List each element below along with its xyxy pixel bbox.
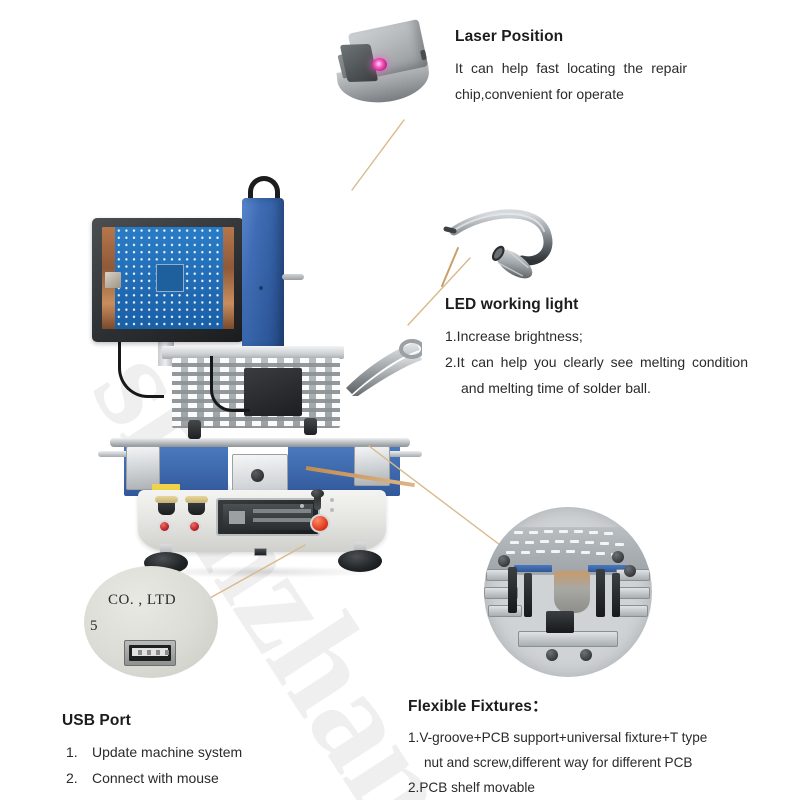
fixture-blue-rail-right (588, 565, 628, 572)
bga-solder-ball-array-view (115, 227, 224, 329)
led-line-3: and melting time of solder ball. (461, 380, 651, 396)
gooseneck-tail (443, 226, 457, 234)
fixture-rail-bottom (518, 631, 618, 647)
monitor-bezel (92, 218, 244, 342)
fixture-knob-3 (624, 565, 636, 577)
vertical-blue-tower (242, 198, 284, 350)
machine-usb-port[interactable] (254, 548, 267, 556)
tower-air-hose (248, 176, 280, 206)
fixture-blue-rail-left (514, 565, 552, 572)
control-knob-1[interactable] (155, 496, 178, 515)
led-heading: LED working light (445, 296, 579, 313)
fixtures-heading: Flexible Fixtures： (408, 698, 548, 715)
laser-module-photo (332, 8, 440, 120)
fixture-center-block (546, 611, 574, 633)
indicator-led-2 (330, 508, 334, 512)
usb-item-1: 1. Update machine system (62, 739, 362, 765)
callout-laser-position: Laser Position It can help fast locating… (455, 28, 785, 107)
fixtures-line-1: 1.V-groove+PCB support+universal fixture… (408, 730, 708, 745)
joystick-control[interactable] (311, 489, 324, 510)
usb-heading: USB Port (62, 712, 131, 729)
indicator-led-3 (300, 504, 304, 508)
usb-socket-tongue (132, 648, 169, 656)
red-button-2[interactable] (188, 520, 201, 533)
lamp-head (495, 249, 533, 279)
usb-item-1-text: Update machine system (92, 744, 243, 760)
bga-rework-station-photo (92, 176, 425, 588)
monitor-image-chip (105, 271, 121, 288)
leader-line-laser (351, 119, 405, 191)
laser-connector-port (420, 49, 427, 61)
usb-socket-shape (124, 640, 176, 666)
callout-usb-port: USB Port 1. Update machine system 2. Conne… (62, 712, 362, 791)
fixture-knob-5 (580, 649, 592, 661)
rail-shaft-right (388, 451, 422, 457)
fixture-knob-4 (546, 649, 558, 661)
led-gooseneck-lamp-photo (424, 198, 564, 290)
laser-heading: Laser Position (455, 28, 564, 45)
usb-item-2-text: Connect with mouse (92, 770, 219, 786)
gooseneck-highlight (455, 212, 545, 232)
heater-dark-window (244, 368, 302, 416)
tweezers-tool (342, 338, 425, 396)
fixture-clamp-bar-left (508, 567, 517, 613)
fixture-clamp-bar-right2 (612, 573, 620, 617)
heater-cable (210, 356, 250, 412)
laser-line-2: chip,convenient for operate (455, 86, 624, 102)
laser-line-1: It can help fast locating the repair (455, 60, 687, 76)
usb-item-1-number: 1. (66, 744, 78, 760)
monitor-image-edge-right (220, 227, 234, 329)
fixture-knob-1 (498, 555, 510, 567)
fixtures-line-2: nut and screw,different way for differen… (424, 755, 693, 770)
tweezer-arm-upper (346, 342, 420, 394)
fixture-knob-2 (612, 551, 624, 563)
tweezer-arm-lower (352, 352, 422, 396)
flexible-fixtures-closeup-photo (484, 507, 652, 677)
touchscreen-display[interactable] (223, 504, 313, 530)
monitor-cable (118, 336, 164, 398)
machine-foot-right (338, 550, 382, 572)
fixture-clamp-bar-left2 (524, 573, 532, 617)
fixture-box-left (126, 446, 160, 490)
led-line-2: 2.It can help you clearly see melting co… (445, 354, 748, 370)
indicator-led-1 (330, 498, 334, 502)
callout-led-working-light: LED working light 1.Increase brightness;… (445, 296, 785, 401)
heater-head-mount-bar (162, 346, 344, 359)
copper-wire (441, 247, 459, 287)
heater-knob-right (304, 418, 317, 435)
clamp-adjust-knob (251, 469, 264, 482)
usb-port-closeup-photo: CO. , LTD 5 (84, 566, 218, 678)
led-line-1: 1.Increase brightness; (445, 328, 583, 344)
red-button-1[interactable] (158, 520, 171, 533)
rail-shaft-left (98, 451, 132, 457)
usb-socket-cavity (129, 645, 171, 661)
heater-knob-left (188, 420, 201, 439)
control-knob-2[interactable] (185, 496, 208, 515)
fixture-clamp-bar-right (596, 569, 605, 617)
monitor-screen (102, 227, 234, 329)
usb-photo-brand-label: CO. , LTD (108, 592, 177, 608)
usb-photo-number-label: 5 (90, 618, 98, 634)
callout-flexible-fixtures: Flexible Fixtures： 1.V-groove+PCB suppor… (408, 694, 788, 800)
pcb-support-rail-bar (110, 438, 410, 447)
emergency-stop-button[interactable] (310, 514, 330, 533)
laser-beam-dot (372, 58, 387, 71)
tower-adjust-arm (282, 274, 304, 280)
fixture-rail-right-b (618, 587, 650, 599)
fixture-center-bga-chip (554, 571, 590, 613)
fixtures-line-3: 2.PCB shelf movable (408, 780, 535, 795)
usb-item-2: 2. Connect with mouse (62, 765, 362, 791)
touchscreen-panel[interactable] (216, 498, 320, 536)
usb-item-2-number: 2. (66, 770, 78, 786)
